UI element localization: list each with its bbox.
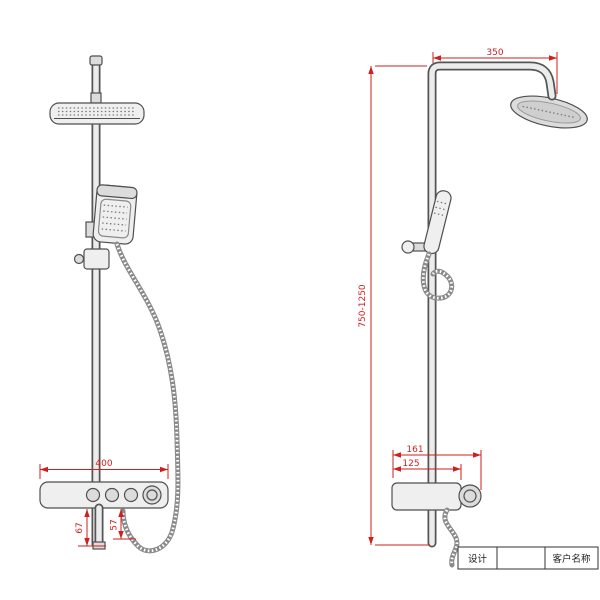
front-hand-shower [92, 184, 138, 245]
side-temp-knob [458, 484, 482, 508]
dim-column-height: 750-1250 [358, 65, 430, 546]
front-temp-knob [142, 485, 162, 505]
front-head-mount-nut [90, 92, 102, 104]
front-knob-2 [104, 487, 120, 503]
dim-shelf-width-400: 400 [39, 459, 169, 479]
title-block-client-cell: 客户名称 [552, 553, 591, 565]
front-shower-head [49, 102, 145, 125]
side-view: 350 750-1250 161 125 [358, 48, 588, 568]
front-knob-3 [123, 487, 139, 503]
dim-arm-reach-350: 350 [432, 48, 558, 94]
front-slider-clamp [73, 248, 110, 270]
front-hose [114, 241, 181, 554]
dim-outlet-drop-67: 67 [75, 509, 106, 547]
dim-57-label: 57 [110, 519, 120, 530]
side-lower-hose [442, 507, 460, 568]
dim-shelf-depth-125: 125 [393, 459, 462, 480]
front-view: 400 67 57 [39, 55, 181, 554]
dim-67-label: 67 [75, 522, 85, 533]
front-mixer-shelf [39, 481, 169, 509]
dim-outlet-drop-57: 57 [110, 509, 136, 540]
title-block: 设计 客户名称 [457, 546, 599, 570]
side-shower-head [510, 95, 588, 129]
dim-161-label: 161 [406, 445, 423, 455]
title-block-design-cell: 设计 [468, 553, 488, 565]
side-hose-loop [420, 251, 455, 301]
dim-125-label: 125 [402, 459, 419, 469]
side-mixer-shelf [391, 482, 482, 511]
dim-height-label: 750-1250 [358, 284, 368, 328]
front-lower-spout [92, 503, 106, 550]
front-knob-1 [85, 487, 101, 503]
dim-350-label: 350 [486, 48, 503, 58]
front-riser-pipe [89, 55, 103, 549]
side-riser-and-arm [427, 61, 557, 548]
dim-shelf-depth-161: 161 [392, 445, 482, 490]
side-hand-shower [423, 190, 452, 255]
dim-400-label: 400 [95, 459, 112, 469]
front-top-fitting [89, 55, 103, 66]
side-bracket-knob [401, 240, 429, 254]
